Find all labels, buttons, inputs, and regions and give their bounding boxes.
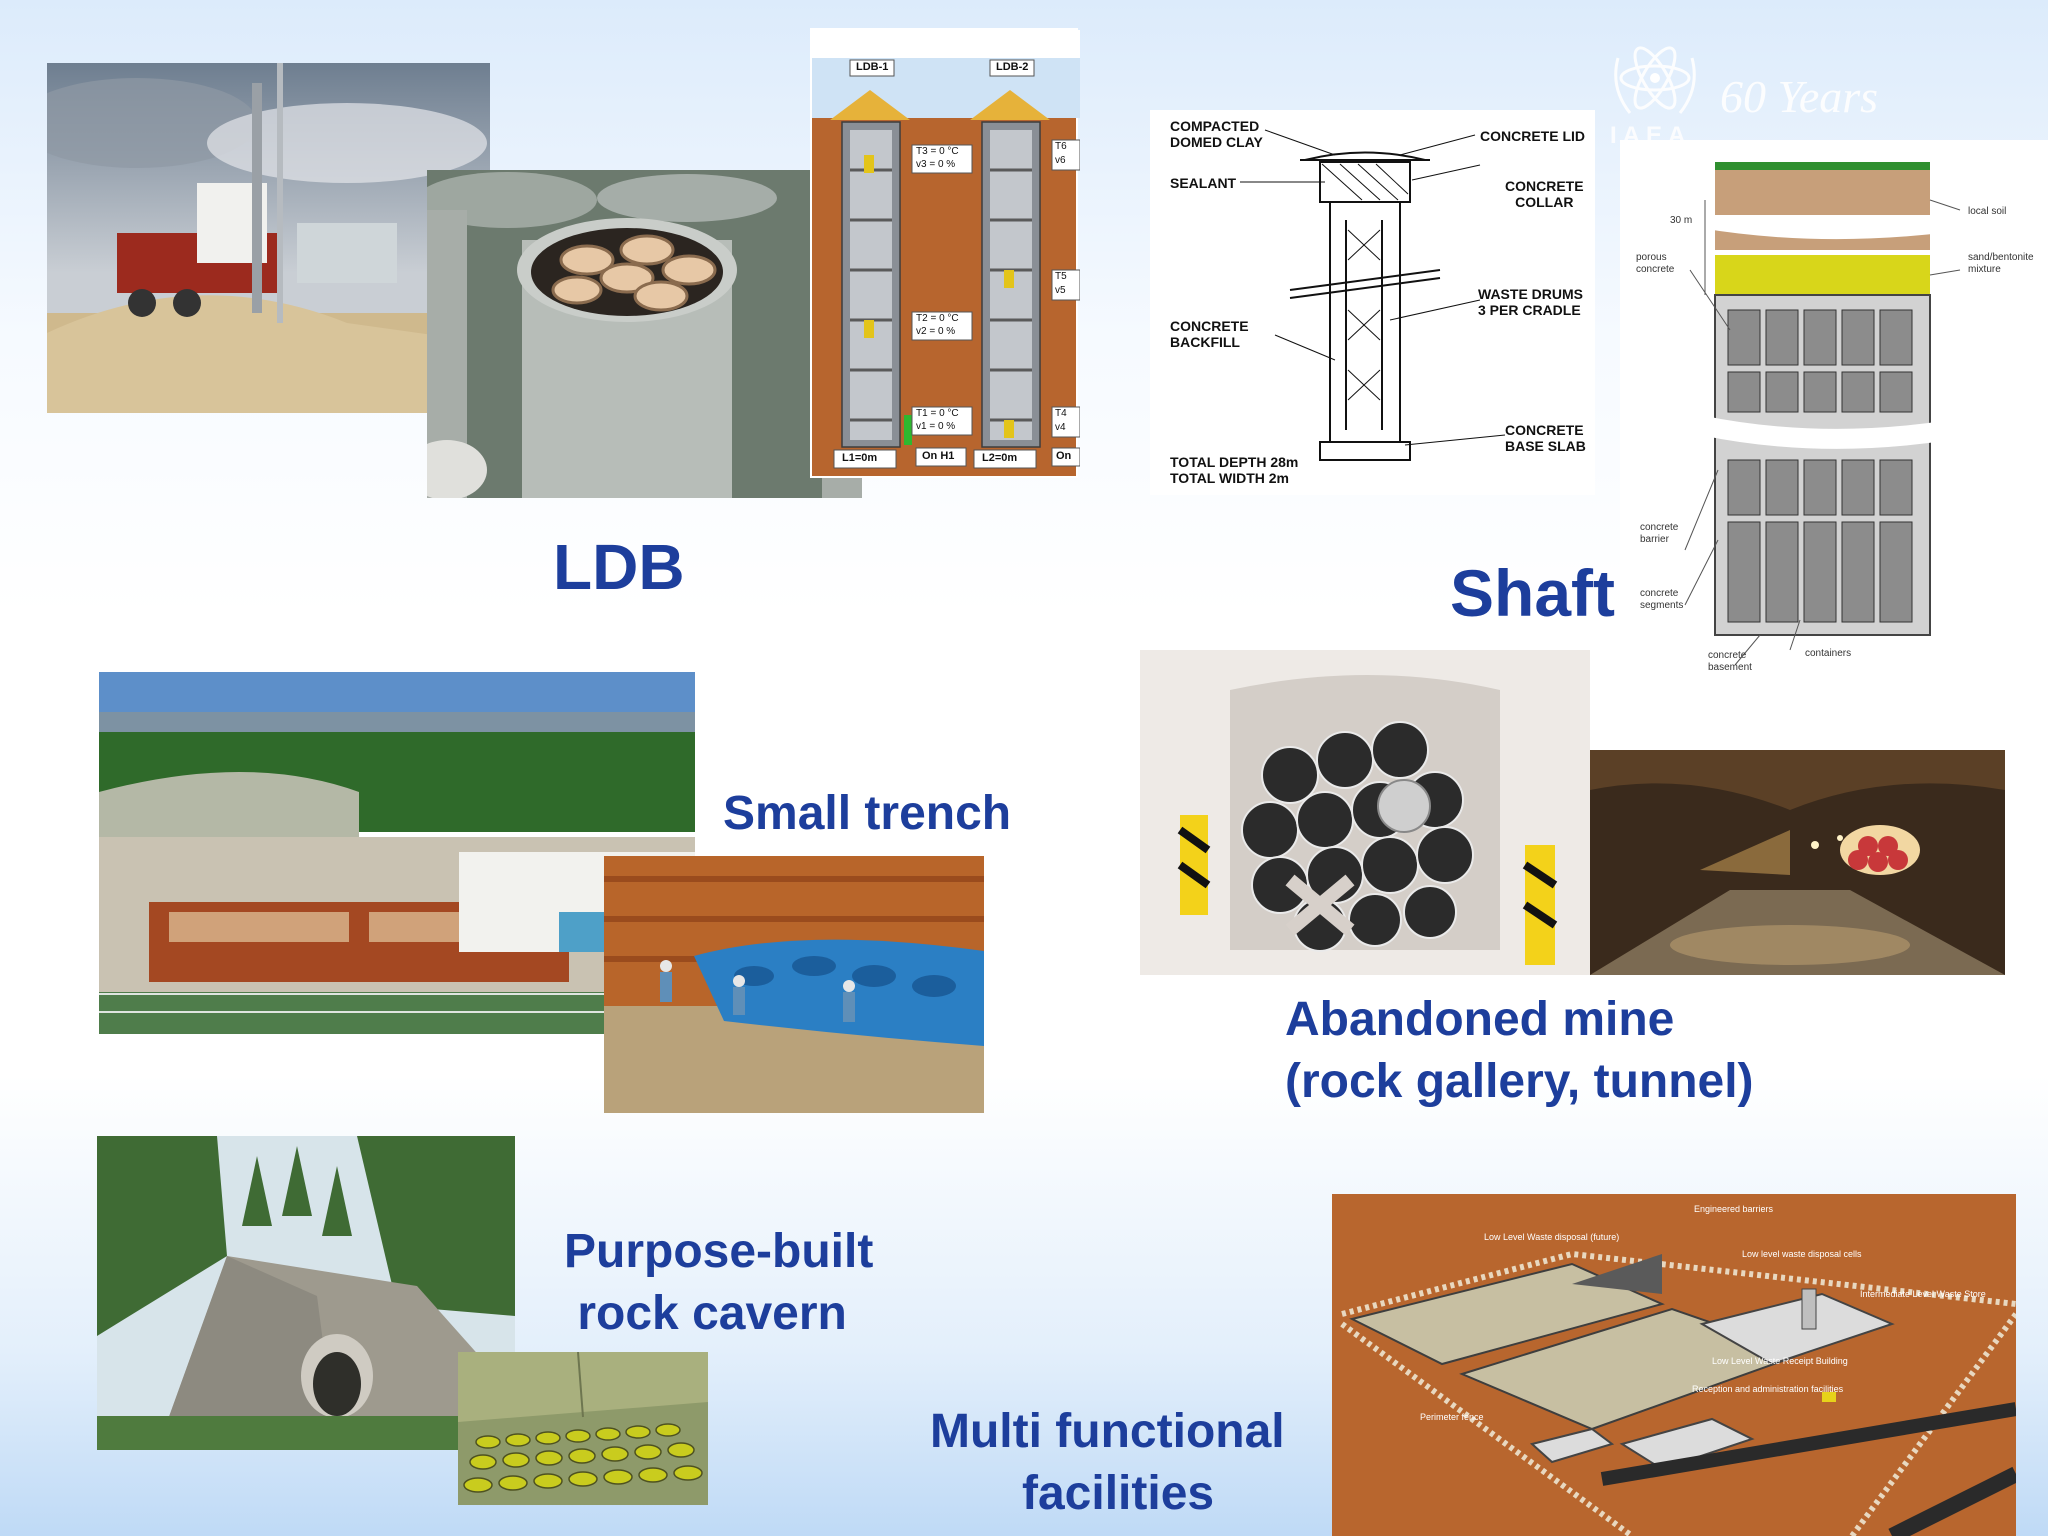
mine-drum-stack-photo (1140, 650, 1590, 975)
shaft-cross-section-diagram: 30 m local soil sand/bentonite mixture p… (1620, 140, 2048, 680)
shaft-label-sealant: SEALANT (1170, 175, 1237, 191)
shaft-label-compacted: COMPACTED DOMED CLAY (1170, 118, 1263, 151)
facility-llw-cells: Low level waste disposal cells (1742, 1249, 1862, 1259)
shaft-label-depth: TOTAL DEPTH 28m TOTAL WIDTH 2m (1170, 454, 1299, 487)
trench-workers-photo (604, 856, 984, 1113)
logo-text: 60 Years (1720, 71, 1879, 122)
drilling-rig-photo (47, 63, 490, 413)
ldb-t1: T1 = 0 °C (916, 408, 959, 419)
shaft-schematic-diagram: COMPACTED DOMED CLAY SEALANT CONCRETE BA… (1150, 110, 1595, 495)
ldb-v6: v6 (1055, 155, 1066, 166)
abandoned-mine-label-line1: Abandoned mine (1285, 993, 1675, 1046)
facility-engineered-barriers: Engineered barriers (1694, 1204, 1774, 1214)
section-sand-bentonite: sand/bentonite mixture (1968, 252, 2034, 275)
section-concrete-barrier: concrete barrier (1640, 522, 1679, 545)
rock-cavern-entrance-photo (97, 1136, 515, 1450)
rock-cavern-label-line2: rock cavern (564, 1287, 847, 1340)
ldb-t4: T4 (1055, 408, 1067, 419)
facility-llw-receipt: Low Level Waste Receipt Building (1712, 1356, 1848, 1366)
ldb-v2: v2 = 0 % (916, 326, 956, 337)
ldb-v1: v1 = 0 % (916, 421, 956, 432)
section-concrete-basement: concrete basement (1708, 650, 1752, 673)
ldb-v3: v3 = 0 % (916, 159, 956, 170)
shaft-label-backfill: CONCRETE BACKFILL (1170, 318, 1249, 351)
multi-functional-label-line1: Multi functional (930, 1405, 1285, 1458)
shaft-label-collar: CONCRETE COLLAR (1505, 178, 1584, 211)
ldb-label: LDB (553, 531, 685, 603)
rock-cavern-label-line1: Purpose-built (564, 1225, 874, 1278)
ldb-t2: T2 = 0 °C (916, 313, 959, 324)
iaea-logo: 60 Years IAEA (1600, 28, 2020, 149)
ldb-v4: v4 (1055, 422, 1066, 433)
ldb-col2-label: LDB-2 (996, 61, 1029, 73)
section-depth-30m: 30 m (1670, 215, 1693, 226)
ldb-col1-label: LDB-1 (856, 61, 889, 73)
ldb-t3: T3 = 0 °C (916, 146, 959, 157)
shaft-label-drums: WASTE DRUMS 3 PER CRADLE (1478, 286, 1583, 319)
ldb-l2: L2=0m (982, 452, 1018, 464)
facility-perimeter-fence: Perimeter fence (1420, 1412, 1484, 1422)
facility-llw-future: Low Level Waste disposal (future) (1484, 1232, 1620, 1242)
small-trench-label: Small trench (723, 787, 1012, 840)
section-porous-concrete: porous concrete (1636, 252, 1675, 275)
section-containers: containers (1805, 648, 1852, 659)
ldb-onh1: On H1 (922, 450, 955, 462)
section-concrete-segments: concrete segments (1640, 588, 1684, 611)
ldb-t5: T5 (1055, 271, 1067, 282)
ldb-on: On (1056, 450, 1072, 462)
section-local-soil: local soil (1968, 206, 2007, 217)
shaft-label: Shaft (1450, 556, 1615, 630)
ldb-l1: L1=0m (842, 452, 878, 464)
concrete-rings-photo (427, 170, 862, 498)
ldb-borehole-diagram: LDB-1 LDB-2 T3 = 0 °C v3 = 0 % T2 = 0 °C… (810, 28, 1080, 478)
shaft-label-base: CONCRETE BASE SLAB (1505, 422, 1586, 455)
shaft-label-lid: CONCRETE LID (1480, 128, 1585, 144)
abandoned-mine-label-line2: (rock gallery, tunnel) (1285, 1055, 1754, 1108)
multi-functional-label-line2: facilities (1022, 1467, 1215, 1520)
facility-diagram: Engineered barriers Low Level Waste disp… (1332, 1194, 2016, 1536)
rock-cavern-interior-photo (458, 1352, 708, 1505)
mine-tunnel-photo (1590, 750, 2005, 975)
trench-landscape-photo (99, 672, 695, 1034)
atom-wreath-icon (1614, 46, 1696, 114)
ldb-t6: T6 (1055, 141, 1067, 152)
facility-ilw-store: Intermediate Level Waste Store (1860, 1289, 1986, 1299)
facility-reception: Reception and administration facilities (1692, 1384, 1844, 1394)
ldb-v5: v5 (1055, 285, 1066, 296)
